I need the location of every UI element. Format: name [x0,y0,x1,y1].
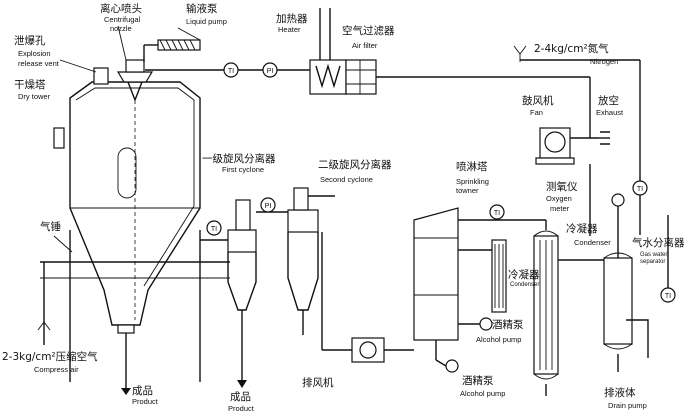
nitrogen-label-cn: 2-4kg/cm²氮气 [534,42,609,55]
condenser [520,219,559,396]
air-hammer-label-cn: 气锤 [40,220,61,233]
small-condenser-label-en: Condenser [510,282,539,288]
compress-air-line [37,127,73,345]
ti-sprinkling-tag: TI [494,210,500,217]
ti-cyclone-tag: TI [211,226,217,233]
sprinkling-tower-label-en1: Sprinkling [456,177,489,186]
fan-label-en: Fan [530,108,543,117]
alcohol-pump-2-label-en: Alcohol pump [460,389,505,398]
gas-water-separator [558,252,649,372]
alcohol-pump-2-label-cn: 酒精泵 [462,374,494,387]
first-cyclone-label-en: First cyclone [222,165,264,174]
oxygen-meter-label-en2: meter [550,204,570,213]
second-cyclone-label-cn: 二级旋风分离器 [318,158,392,171]
oxygen-meter [589,164,625,258]
centrifugal-nozzle [116,25,154,102]
explosion-vent-label-cn: 泄爆孔 [14,34,46,47]
exhaust-fan [321,232,414,363]
condenser-label-en: Condenser [574,238,611,247]
alcohol-pump-1-label-cn: 酒精泵 [492,318,524,331]
oxygen-meter-label-cn: 测氧仪 [546,180,578,193]
second-cyclone-label-en: Second cyclone [320,175,373,184]
gas-water-separator-label-en2: separator [640,259,665,265]
sprinkling-tower [413,204,520,360]
air-filter-label-en: Air filter [352,41,378,50]
exhaust-fan-label-cn: 排风机 [302,376,334,389]
alcohol-pump-1 [458,317,493,331]
explosion-release-vent [59,59,109,85]
small-condenser [458,239,507,313]
heater [309,8,347,95]
centrifugal-nozzle-label-cn: 离心喷头 [100,2,142,15]
small-condenser-label-cn: 冷凝器 [508,268,540,281]
heater-label-cn: 加热器 [276,12,308,25]
explosion-vent-label-en1: Explosion [18,49,51,58]
liquid-pump-label-cn: 输液泵 [186,2,218,15]
first-cyclone-label-cn: 一级旋风分离器 [202,152,276,165]
centrifugal-nozzle-label-en2: nozzle [110,24,132,33]
compress-air-label-cn: 2-3kg/cm²压缩空气 [2,350,98,363]
air-filter [345,59,590,95]
dry-tower-label-cn: 干燥塔 [14,78,46,91]
ti-heater-in-tag: TI [228,68,234,75]
drain-pump-label-en: Drain pump [608,401,647,410]
first-cyclone [200,199,257,388]
condenser-label-cn: 冷凝器 [566,222,598,235]
nitrogen-label-en: Nitrogen [590,57,618,66]
drain-pump-label-cn: 排液体 [604,386,636,399]
alcohol-pump-1-label-en: Alcohol pump [476,335,521,344]
compress-air-label-en: Compress air [34,365,79,374]
ti-separator-tag: TI [665,293,671,300]
liquid-pump [143,27,201,62]
alcohol-pump-2 [435,359,459,373]
dry-tower-label-en: Dry tower [18,92,51,101]
sprinkling-tower-label-en2: towner [456,186,479,195]
second-cyclone [256,187,335,335]
pi-cyclone-tag: PI [265,203,272,210]
ti-oxygen-tag: TI [637,186,643,193]
sprinkling-tower-label-cn: 喷淋塔 [456,160,488,173]
product-1-label-en: Product [132,397,159,406]
gas-water-separator-label-cn: 气水分离器 [632,236,685,249]
fan [535,77,610,165]
exhaust-label-cn: 放空 [598,94,619,107]
fan-label-cn: 鼓风机 [522,94,554,107]
heater-label-en: Heater [278,25,301,34]
product-2-label-en: Product [228,404,255,413]
oxygen-meter-label-en1: Oxygen [546,194,572,203]
exhaust-label-en: Exhaust [596,108,624,117]
product-2-label-cn: 成品 [230,391,251,403]
air-filter-label-cn: 空气过滤器 [342,24,395,37]
dry-tower [40,81,230,395]
product-1-label-cn: 成品 [132,385,153,397]
separator-ti [632,180,676,303]
explosion-vent-label-en2: release vent [18,59,60,68]
pi-heater-in-tag: PI [267,68,274,75]
centrifugal-nozzle-label-en1: Centrifugal [104,15,141,24]
nitrogen-line [513,45,641,235]
liquid-pump-label-en: Liquid pump [186,17,227,26]
gas-water-separator-label-en1: Gas water [640,252,667,258]
